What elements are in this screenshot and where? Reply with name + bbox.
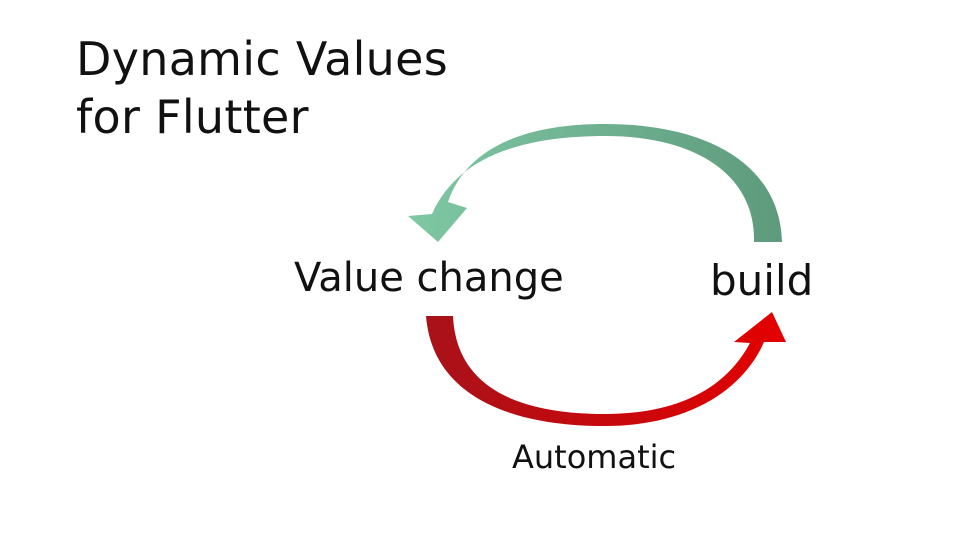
top-cycle-arrow — [408, 124, 782, 242]
label-build: build — [710, 256, 814, 305]
slide-title-line-2: for Flutter — [76, 90, 309, 144]
slide-title: Dynamic Values for Flutter — [76, 30, 448, 146]
bottom-cycle-arrow — [426, 312, 786, 426]
slide-title-line-1: Dynamic Values — [76, 32, 448, 86]
label-value-change: Value change — [294, 255, 564, 301]
label-automatic: Automatic — [512, 438, 677, 476]
